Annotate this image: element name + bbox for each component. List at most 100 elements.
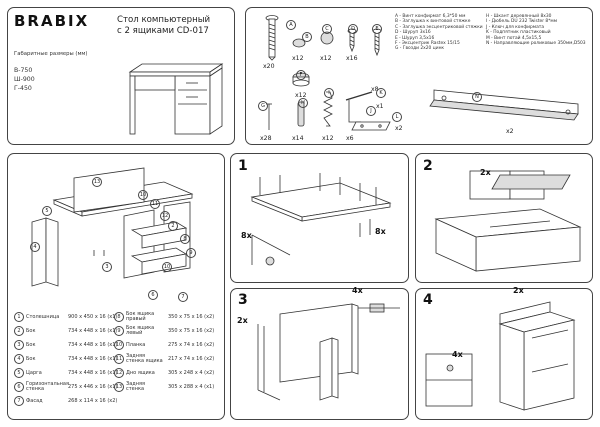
part-number-badge: 4: [14, 354, 24, 364]
part-number-badge: 10: [114, 340, 124, 350]
step1-drawing: [250, 173, 392, 266]
callout-7: 7: [178, 286, 190, 305]
part-size: 350 x 75 x 16 (x2): [168, 314, 215, 320]
cap-b-icon: [292, 38, 306, 48]
part-number-badge: 7: [14, 396, 24, 406]
count-c: x12: [320, 55, 332, 62]
hardware-legend-right: H - Шкант деревянный 8х30 I - Дюбель DU …: [486, 14, 586, 47]
part-number-badge: 5: [14, 368, 24, 378]
product-title-line1: Стол компьютерный: [117, 15, 211, 25]
label-c-badge: C: [322, 18, 334, 37]
part-number-badge: 13: [114, 382, 124, 392]
step3-drawing: [257, 303, 400, 401]
part-size: 734 x 448 x 16 (x1): [68, 356, 118, 362]
step4-number: 4: [423, 292, 433, 308]
callout-4: 4: [30, 236, 42, 255]
count-f: x12: [295, 92, 307, 99]
callout-12: 12: [160, 210, 170, 221]
part-number-badge: 8: [114, 312, 124, 322]
label-h-badge: H: [298, 92, 310, 111]
part-name: Столешница: [26, 313, 60, 320]
label-a-badge: A: [286, 14, 298, 33]
count-k: x1: [376, 103, 384, 110]
label-l-badge: L: [392, 106, 404, 125]
part-size: 734 x 448 x 16 (x1): [68, 370, 118, 376]
label-i-badge: I: [324, 82, 336, 101]
callout-13: 13: [92, 176, 102, 187]
step2-qty: 2x: [480, 168, 491, 177]
part-size: 900 x 450 x 16 (x1): [68, 314, 118, 320]
part-number-badge: 12: [114, 368, 124, 378]
part-name: Бок: [26, 355, 36, 362]
part-name: Царга: [26, 369, 42, 376]
dim-width: Ш-900: [14, 76, 35, 83]
exploded-view-drawing: [31, 167, 194, 287]
desk-overview-drawing: [128, 63, 224, 135]
part-number-badge: 3: [14, 340, 24, 350]
step3-number: 3: [238, 292, 248, 308]
callout-5: 5: [42, 200, 54, 219]
part-name: Дно ящика: [126, 369, 155, 376]
brand-logo: BRABIX: [14, 12, 90, 30]
handle-l-icon: [351, 121, 391, 131]
callout-9: 9: [186, 242, 198, 261]
step2-drawing: [434, 170, 582, 272]
dim-height: В-750: [14, 67, 33, 74]
part-size: 350 x 75 x 16 (x2): [168, 328, 215, 334]
part-number-badge: 9: [114, 326, 124, 336]
part-size: 268 x 114 x 16 (x2): [68, 398, 118, 404]
step3-qty-top: 4x: [352, 286, 363, 295]
part-size: 217 x 74 x 16 (x2): [168, 356, 215, 362]
label-k-badge: K: [376, 82, 388, 101]
step2-number: 2: [423, 158, 433, 174]
step4-qty-mid: 4x: [452, 350, 463, 359]
step1-qty-right: 8x: [375, 227, 386, 236]
count-h: x14: [292, 135, 304, 142]
part-number-badge: 6: [14, 382, 24, 392]
part-name: Задняя стенка ящика: [126, 353, 163, 364]
label-n-badge: N: [472, 86, 484, 105]
count-b: x12: [292, 55, 304, 62]
foot-k-icon: [345, 91, 373, 101]
part-number-badge: 2: [14, 326, 24, 336]
part-number-badge: 1: [14, 312, 24, 322]
part-size: 305 x 248 x 4 (x2): [168, 370, 215, 376]
part-size: 275 x 74 x 16 (x2): [168, 342, 215, 348]
step4-drawing: [425, 301, 576, 411]
part-number-badge: 11: [114, 354, 124, 364]
dim-depth: Г-450: [14, 85, 32, 92]
part-name: Планка: [126, 341, 146, 348]
label-f-badge: F: [296, 64, 308, 83]
count-d: x16: [346, 55, 358, 62]
count-g: x28: [260, 135, 272, 142]
step3-qty-left: 2x: [237, 316, 248, 325]
count-j: x6: [346, 135, 354, 142]
hardware-legend-left: A - Винт конфирмат 6,3*50 мм B - Заглушк…: [395, 14, 483, 52]
step1-number: 1: [238, 158, 248, 174]
part-name: Бок: [26, 327, 36, 334]
part-name: Бок ящика правый: [126, 311, 155, 322]
callout-6: 6: [148, 284, 160, 303]
label-b-badge: B: [302, 26, 314, 45]
callout-10b: 10: [162, 261, 172, 272]
label-d-badge: D: [348, 18, 360, 37]
screw-a-icon: [265, 15, 279, 61]
part-size: 305 x 288 x 4 (x1): [168, 384, 215, 390]
label-j-badge: J: [366, 100, 378, 119]
callout-8: 8: [180, 228, 192, 247]
label-g-badge: G: [258, 95, 270, 114]
step1-qty-left: 8x: [241, 231, 252, 240]
count-l: x2: [395, 125, 403, 132]
callout-10a: 10: [138, 189, 148, 200]
